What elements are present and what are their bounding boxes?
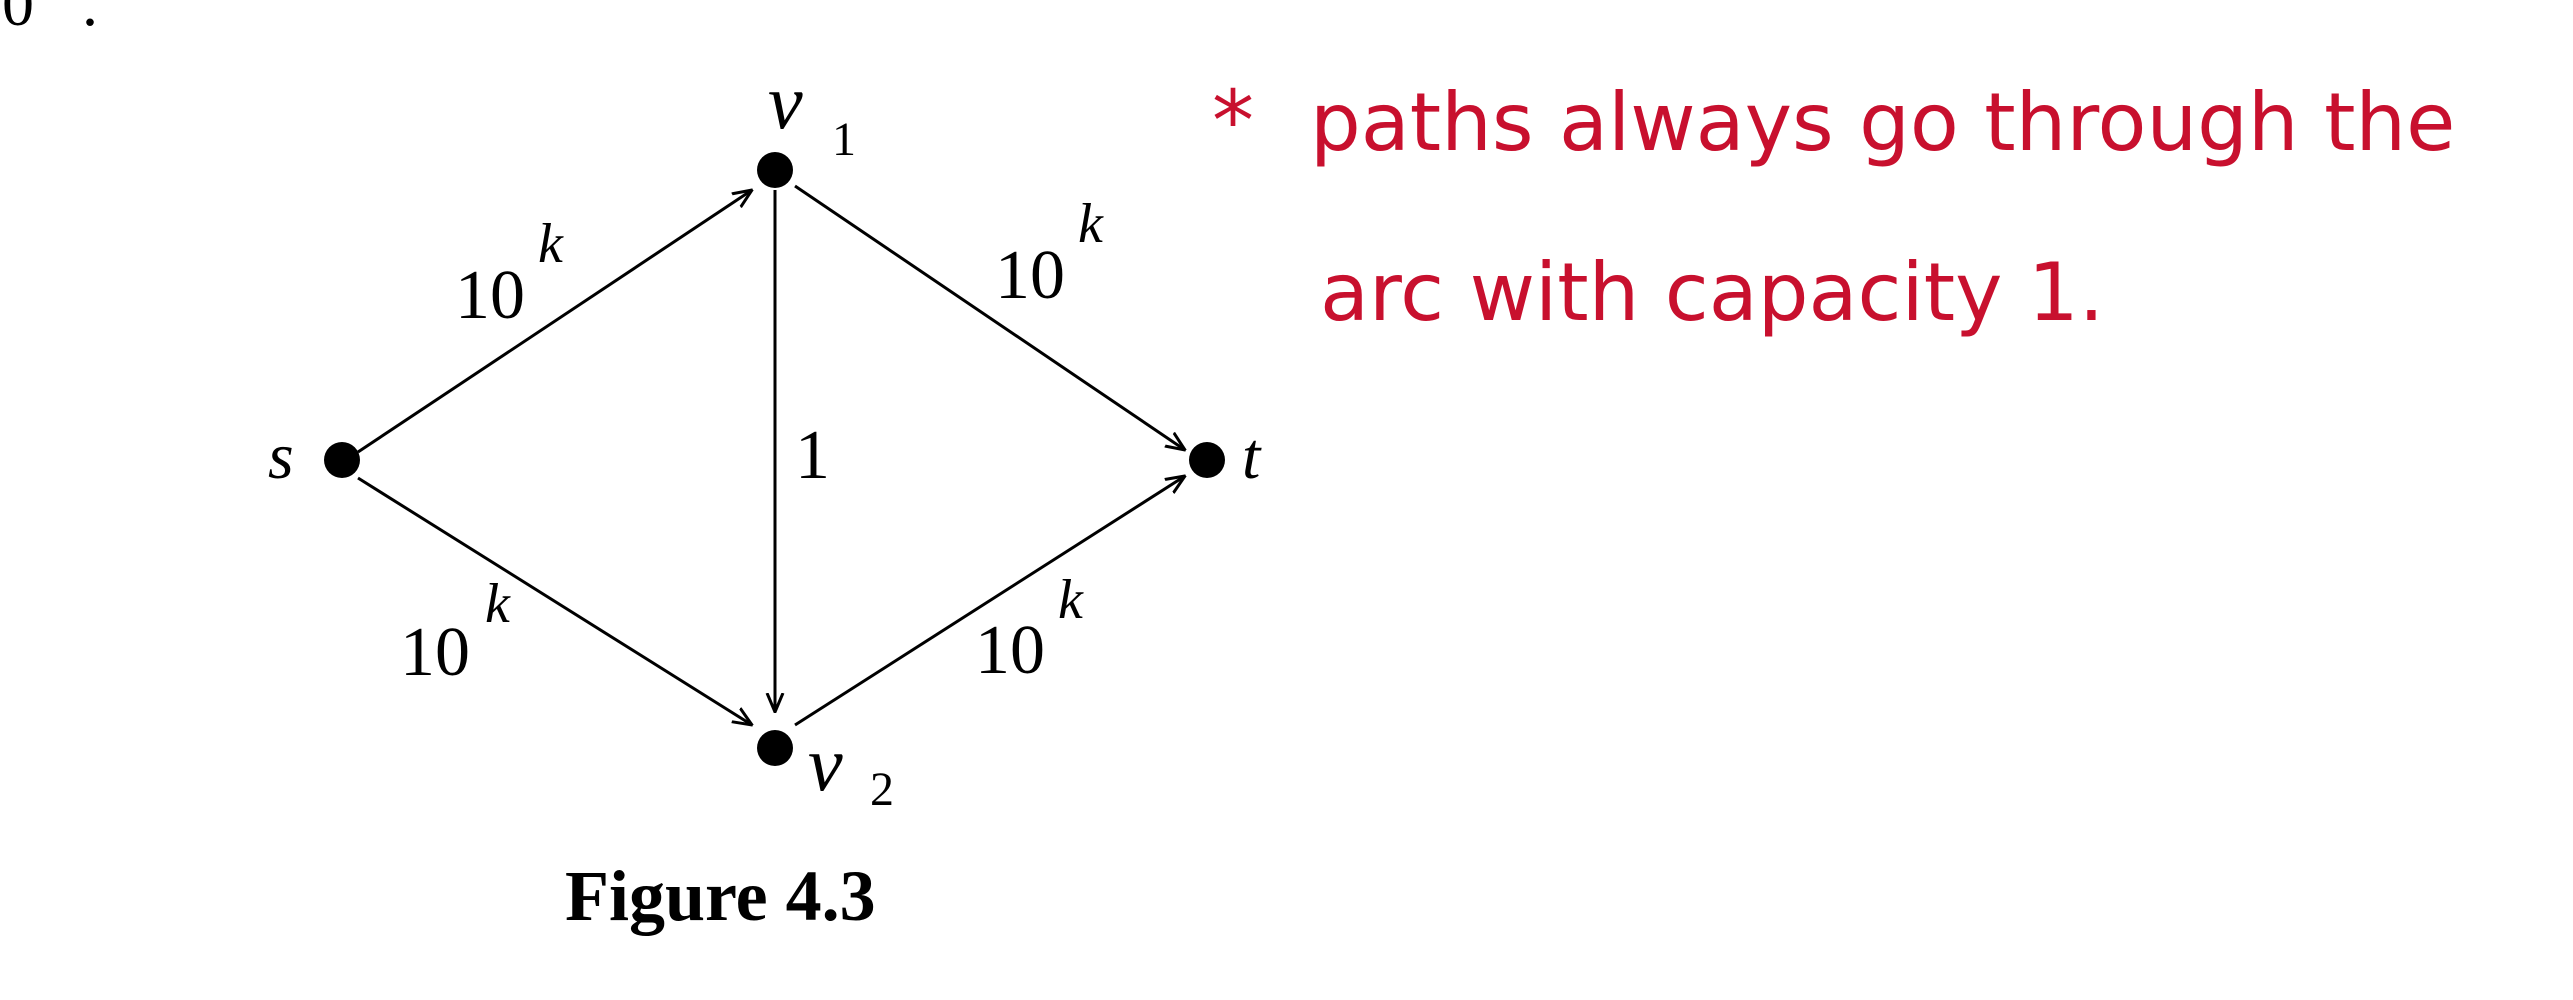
edge-s-v2 (357, 476, 752, 725)
capacity-label-v1-v2: 1 (795, 417, 830, 494)
page-top-fragment-dot: . (82, 0, 98, 39)
capacity-exp-s-v2: k (485, 573, 511, 635)
edge-v2-t (794, 476, 1185, 727)
capacity-label-v2-t: 10 (975, 612, 1045, 689)
capacity-label-s-v2: 10 (400, 614, 470, 691)
annotation-marker: * (1212, 72, 1254, 170)
page-top-fragment: 10 (0, 0, 34, 39)
annotation-line-1: paths always go through the (1310, 76, 2455, 169)
node-label-t: t (1242, 420, 1262, 493)
annotation-line-2: arc with capacity 1. (1320, 246, 2104, 339)
node-v1 (757, 152, 793, 188)
capacity-exp-v2-t: k (1058, 569, 1084, 631)
node-label-v1: v (768, 58, 803, 145)
capacity-exp-v1-t: k (1078, 193, 1104, 255)
node-label-v1-subscript: 1 (832, 113, 856, 166)
node-label-v2: v (808, 720, 843, 807)
edge-s-v1 (357, 190, 752, 454)
capacity-label-v1-t: 10 (995, 237, 1065, 314)
figure-caption: Figure 4.3 (565, 856, 876, 936)
node-s (324, 442, 360, 478)
capacity-label-s-v1: 10 (455, 257, 525, 334)
capacity-exp-s-v1: k (538, 213, 564, 275)
node-t (1189, 442, 1225, 478)
node-v2 (757, 730, 793, 766)
node-label-v2-subscript: 2 (870, 763, 894, 816)
node-label-s: s (268, 420, 294, 493)
edge-v1-t (794, 184, 1185, 450)
